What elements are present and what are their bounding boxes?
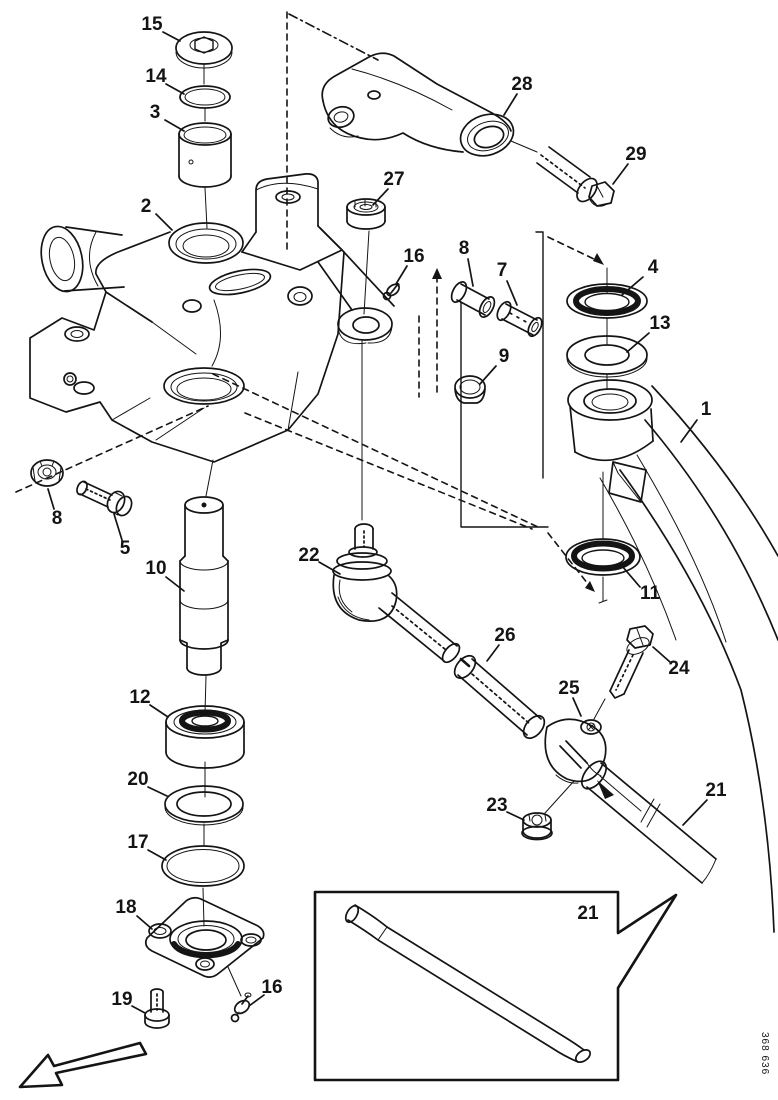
leader-line-15 xyxy=(162,31,181,42)
part-castle-nut-27 xyxy=(346,198,386,230)
part-bushing-3 xyxy=(178,122,232,188)
part-axle-beam-1 xyxy=(567,379,778,933)
leader-line-10 xyxy=(165,576,185,592)
leader-line-24 xyxy=(652,646,671,663)
inset-box-21 xyxy=(313,890,678,1082)
leader-line-7 xyxy=(506,280,518,306)
leader-line-3 xyxy=(164,119,185,132)
leader-line-17 xyxy=(147,849,167,861)
leader-line-26 xyxy=(486,644,500,662)
leader-line-20 xyxy=(147,786,168,797)
part-seal-4 xyxy=(566,283,648,319)
part-plug-9 xyxy=(454,375,486,404)
part-clamp-25 xyxy=(544,718,607,784)
part-oring-14 xyxy=(179,85,231,109)
leader-line-23 xyxy=(506,811,525,821)
part-knuckle-housing-2 xyxy=(29,173,395,463)
part-ring-20 xyxy=(164,785,244,826)
leader-line-16 xyxy=(395,265,408,285)
direction-arrow-icon xyxy=(18,1041,148,1089)
leader-line-8 xyxy=(47,488,55,510)
part-cover-plate-18 xyxy=(144,896,265,997)
leader-line-16 xyxy=(248,994,265,1007)
leader-line-28 xyxy=(503,93,518,116)
leader-line-14 xyxy=(165,83,185,95)
part-grease-fitting-16-lower xyxy=(230,992,252,1023)
part-bushing-8-upper xyxy=(450,281,496,318)
part-cap-15 xyxy=(175,31,233,69)
leader-line-21 xyxy=(682,799,708,826)
construction-lines xyxy=(15,11,604,592)
leader-line-9 xyxy=(479,365,497,385)
part-kingpin-10 xyxy=(179,496,229,676)
leader-line-13 xyxy=(626,332,650,353)
leader-line-29 xyxy=(612,163,629,185)
leader-line-19 xyxy=(131,1005,146,1014)
leader-line-27 xyxy=(372,188,389,206)
part-bolt-24 xyxy=(609,625,654,699)
part-sleeve-26 xyxy=(453,654,546,740)
part-seal-11 xyxy=(565,538,641,576)
part-grease-fitting-16-upper xyxy=(382,282,400,301)
leader-line-22 xyxy=(318,561,341,575)
part-bolt-19 xyxy=(144,988,170,1029)
part-steering-arm-28 xyxy=(321,52,515,157)
leader-line-8 xyxy=(467,258,474,287)
part-tie-rod-tube-21 xyxy=(581,760,717,884)
axis-lines xyxy=(202,63,608,927)
leader-line-18 xyxy=(136,915,153,930)
part-washer-13 xyxy=(566,335,648,378)
leader-line-25 xyxy=(572,697,582,717)
part-bearing-12 xyxy=(165,705,245,769)
part-bolt-29 xyxy=(510,140,615,207)
part-sleeve-7 xyxy=(496,300,543,338)
callout-leader-lines xyxy=(47,31,708,1014)
leader-line-4 xyxy=(621,276,644,296)
leader-line-12 xyxy=(149,704,169,718)
part-nut-23 xyxy=(521,812,553,841)
part-oring-17 xyxy=(161,845,245,887)
part-nut-8-lower xyxy=(30,459,64,487)
leader-line-5 xyxy=(113,513,123,541)
leader-line-2 xyxy=(155,213,173,231)
leader-line-11 xyxy=(621,565,641,588)
part-bolt-5 xyxy=(76,480,133,517)
figure-number: 368 636 xyxy=(759,1032,770,1076)
part-tie-rod-end-22 xyxy=(332,523,461,664)
leader-line-1 xyxy=(680,419,698,443)
